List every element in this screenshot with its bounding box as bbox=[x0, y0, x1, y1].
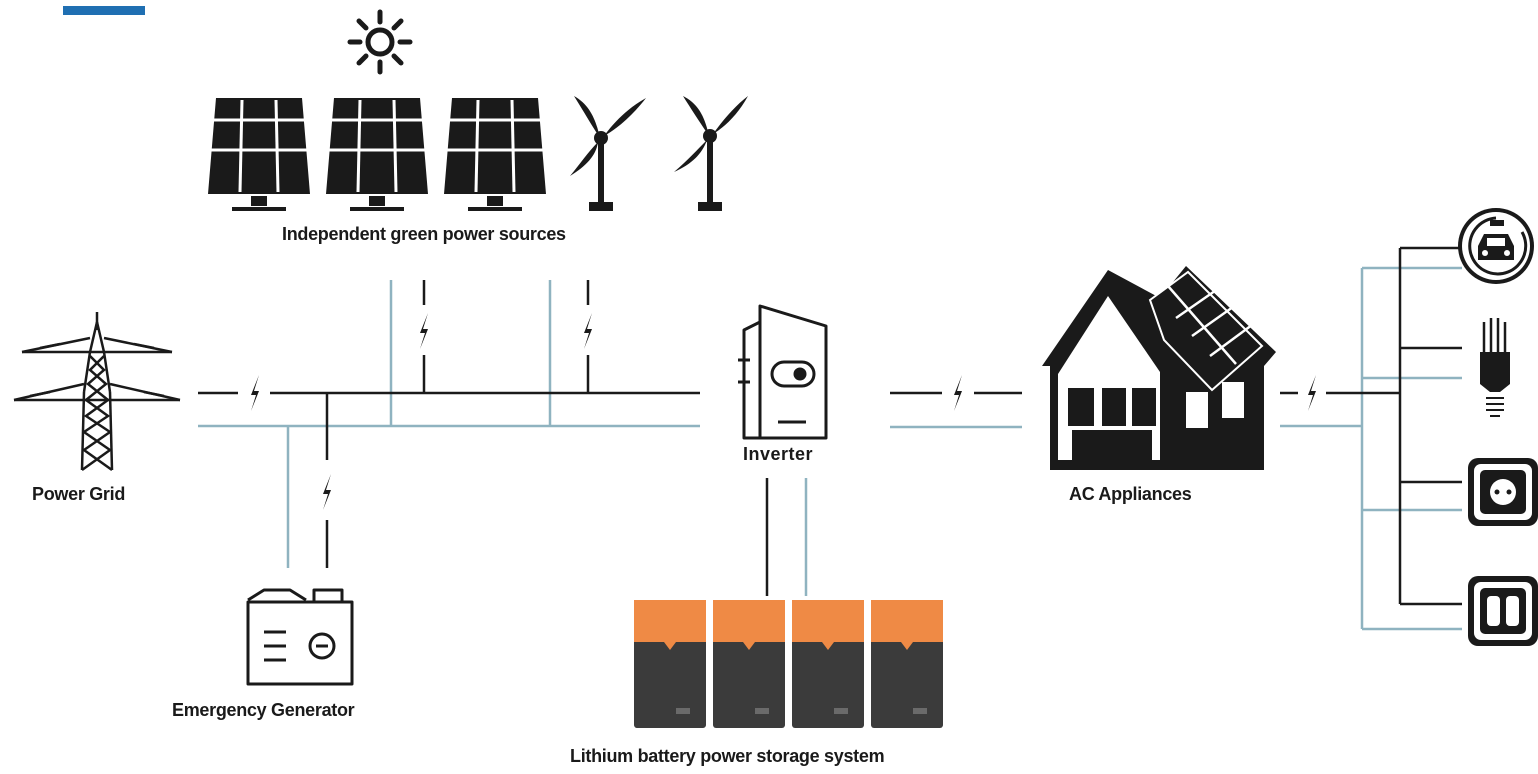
lightning-bolt-icon bbox=[1308, 375, 1316, 411]
power-socket-icon bbox=[1468, 458, 1538, 526]
lightning-bolt-icon bbox=[251, 375, 259, 411]
blue-wires bbox=[198, 266, 1462, 631]
sun-icon bbox=[347, 9, 413, 75]
solar-panel-icon bbox=[208, 98, 310, 211]
lightning-bolt-icon bbox=[584, 313, 592, 349]
emergency-generator-label: Emergency Generator bbox=[172, 700, 355, 720]
battery-module-icon bbox=[713, 600, 785, 728]
inverter-icon bbox=[738, 304, 828, 440]
wind-turbine-icon bbox=[674, 96, 748, 211]
dark-wires bbox=[198, 246, 1462, 606]
inverter-label: Inverter bbox=[743, 444, 814, 464]
ac-appliances-label: AC Appliances bbox=[1069, 484, 1192, 504]
generator-icon bbox=[246, 588, 354, 686]
battery-module-icon bbox=[792, 600, 864, 728]
green-sources-label: Independent green power sources bbox=[282, 224, 566, 244]
switch-icon bbox=[1468, 576, 1538, 646]
ev-charger-icon bbox=[1458, 208, 1534, 284]
light-bulb-icon bbox=[1480, 318, 1510, 417]
battery-module-icon bbox=[634, 600, 706, 728]
transmission-tower-icon bbox=[13, 312, 181, 472]
lightning-bolt-icon bbox=[420, 313, 428, 349]
house-icon bbox=[1042, 266, 1276, 470]
battery-module-icon bbox=[871, 600, 943, 728]
solar-panel-icon bbox=[444, 98, 546, 211]
lightning-bolt-icon bbox=[954, 375, 962, 411]
lightning-bolt-icon bbox=[323, 474, 331, 510]
wind-turbine-icon bbox=[570, 96, 646, 211]
solar-panel-icon bbox=[326, 98, 428, 211]
accent-bar bbox=[63, 6, 145, 15]
power-grid-label: Power Grid bbox=[32, 484, 126, 504]
battery-system-label: Lithium battery power storage system bbox=[570, 746, 885, 766]
